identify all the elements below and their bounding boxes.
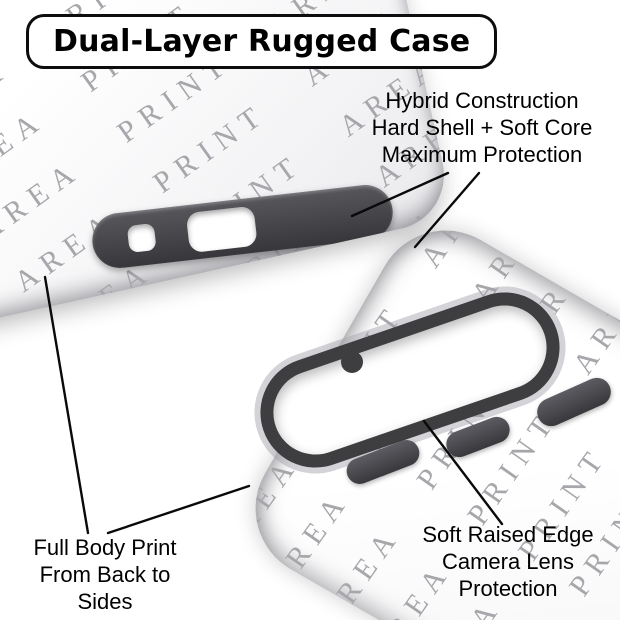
annotation-text-line: From Back to (39, 561, 171, 587)
annotation-text-line: Sides (77, 588, 133, 614)
flash-hole (341, 351, 363, 373)
annotation-text-line: Hybrid Construction (385, 88, 579, 113)
camera-hole-large (185, 205, 258, 254)
annotation-hybrid-construction: Hybrid Construction Hard Shell + Soft Co… (348, 88, 616, 168)
annotation-full-body-print: Full Body Print From Back to Sides (10, 535, 200, 615)
annotation-text-line: Camera Lens (441, 548, 575, 574)
callout-line-fullbody-2 (106, 484, 251, 535)
annotation-text-line: Soft Raised Edge (422, 522, 594, 547)
annotation-camera-protection: Soft Raised Edge Camera Lens Protection (408, 522, 608, 602)
title-text: Dual-Layer Rugged Case (53, 24, 471, 59)
annotation-text-line: Protection (458, 575, 558, 601)
annotation-text-line: Full Body Print (33, 535, 177, 560)
camera-hole-small (126, 223, 157, 253)
annotation-text-line: Maximum Protection (381, 141, 583, 167)
callout-line-fullbody-1 (43, 275, 90, 535)
annotation-text-line: Hard Shell + Soft Core (371, 114, 593, 140)
title-badge: Dual-Layer Rugged Case (26, 14, 498, 69)
